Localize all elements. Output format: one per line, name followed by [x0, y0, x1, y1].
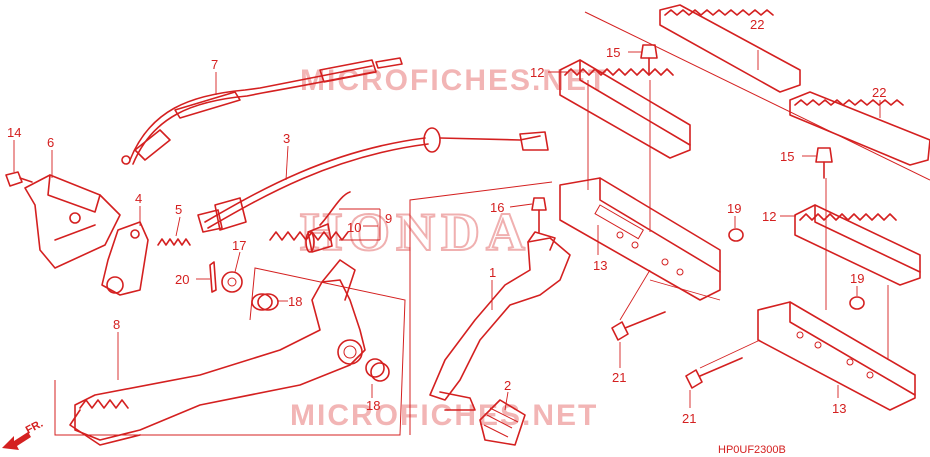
callout-18-lower: 18	[366, 398, 380, 413]
callout-3: 3	[283, 131, 290, 146]
watermark-bottom: MICROFICHES.NET	[290, 399, 598, 432]
callout-13-upper: 13	[593, 258, 607, 273]
diagram-code: HP0UF2300B	[718, 444, 786, 456]
bushing-part-18-lower	[365, 358, 390, 382]
callout-22-lower: 22	[872, 85, 886, 100]
rubber-part-2	[479, 399, 526, 446]
pin-part-20	[209, 261, 217, 293]
cable-part-3	[197, 127, 549, 233]
bolt-part-15-lower	[815, 147, 833, 179]
direction-label: FR.	[24, 418, 45, 437]
callout-5: 5	[175, 202, 182, 217]
cable-part-7	[121, 57, 403, 165]
callout-8: 8	[113, 317, 120, 332]
step-bracket-part-13-lower	[757, 301, 916, 411]
callout-20: 20	[175, 272, 189, 287]
callout-15-upper: 15	[606, 45, 620, 60]
bolt-part-15-upper	[640, 44, 658, 76]
callout-13-lower: 13	[832, 401, 846, 416]
front-direction-arrow: FR.	[2, 418, 45, 450]
callout-22-upper: 22	[750, 17, 764, 32]
callout-1: 1	[489, 265, 496, 280]
footpeg-part-12-lower	[794, 204, 921, 286]
washer-part-17	[221, 271, 243, 293]
callout-12-upper: 12	[530, 65, 544, 80]
bushing-part-18-upper	[251, 293, 279, 311]
callout-7: 7	[211, 57, 218, 72]
bolt-part-14	[5, 171, 33, 187]
pedal-frame	[54, 267, 406, 436]
spring-part-5	[157, 238, 191, 246]
callout-18-upper: 18	[288, 294, 302, 309]
divider-left	[409, 181, 553, 435]
bolt-part-21-lower	[685, 357, 743, 389]
step-bracket-part-13-upper	[559, 177, 721, 301]
bolt-part-21-upper	[611, 311, 666, 341]
callout-10: 10	[347, 220, 361, 235]
callout-12-lower: 12	[762, 209, 776, 224]
callout-6: 6	[47, 135, 54, 150]
callout-21-upper: 21	[612, 370, 626, 385]
collar-part-10	[305, 223, 333, 253]
divider-right	[584, 11, 930, 181]
callout-17: 17	[232, 238, 246, 253]
callout-21-lower: 21	[682, 411, 696, 426]
callout-9: 9	[385, 211, 392, 226]
callout-labels: 1 2 3 4 5 6 7 8 9 10 12 12 13 13 14 15 1…	[7, 17, 886, 426]
bolt-part-16	[531, 197, 547, 233]
shift-pedal-part-1	[429, 231, 571, 411]
callout-15-lower: 15	[780, 149, 794, 164]
callout-16: 16	[490, 200, 504, 215]
callout-14: 14	[7, 125, 21, 140]
callout-2: 2	[504, 378, 511, 393]
callout-19-lower: 19	[850, 271, 864, 286]
rubber-part-22-lower	[789, 91, 930, 166]
bracket-part-6	[24, 174, 121, 269]
nut-part-19-upper	[728, 228, 744, 242]
nut-part-19-lower	[849, 296, 865, 310]
brake-pedal-part-8	[69, 259, 366, 446]
callout-4: 4	[135, 191, 142, 206]
lever-part-4	[101, 221, 149, 296]
leader-lines	[13, 50, 889, 411]
callout-19-upper: 19	[727, 201, 741, 216]
footpeg-part-12-upper	[559, 59, 691, 159]
rubber-part-22-upper	[659, 4, 801, 93]
